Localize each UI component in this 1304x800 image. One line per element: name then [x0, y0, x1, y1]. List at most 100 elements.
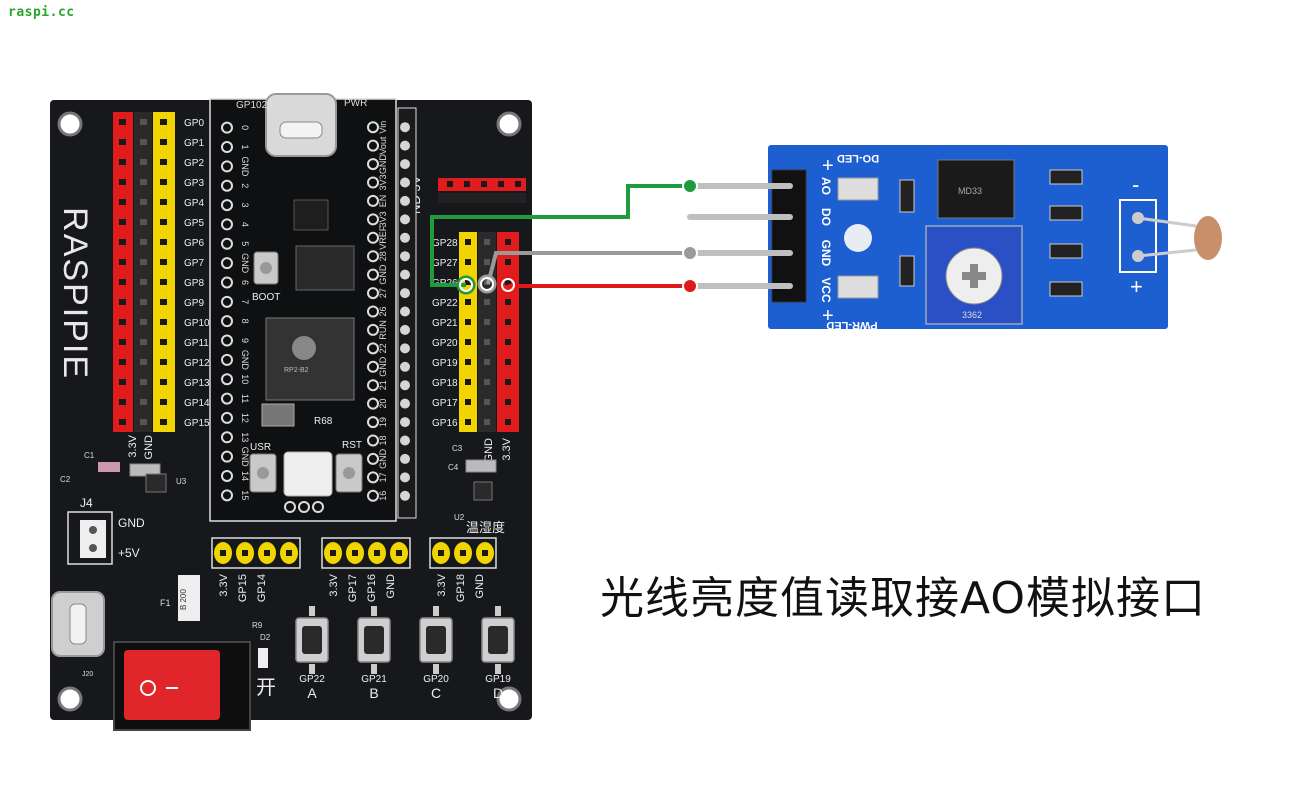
- pico-left-pin-label: 15: [240, 490, 250, 500]
- push-button-gp-label: GP22: [299, 674, 325, 685]
- pico-left-pin-label: 11: [240, 394, 250, 403]
- do-led-label: DO-LED: [837, 152, 879, 164]
- pico-right-pin-label: GND: [378, 154, 388, 175]
- bottom-header-pin-label: GP17: [347, 574, 359, 602]
- bottom-header-pin-label: GND: [385, 574, 397, 599]
- rgb-led: [283, 451, 333, 497]
- do-led: [837, 177, 879, 201]
- pico-label-pwr: PWR: [344, 98, 367, 109]
- pico-right-pin-label: 3V3: [378, 211, 388, 227]
- rp-chip-label: RP2-B2: [284, 367, 309, 374]
- flash-chip: [295, 245, 355, 291]
- push-button-letter: C: [431, 685, 441, 701]
- left-header-label: GP3: [184, 178, 204, 189]
- board-brand: RASPIPIE: [56, 207, 94, 380]
- push-button-gp-label: GP21: [361, 674, 387, 685]
- c3-label: C3: [452, 444, 463, 453]
- left-header-label: GP15: [184, 418, 210, 429]
- pico-right-pins: VinVoutGND3V3EN3V3VREF28GND2726RUN22GND2…: [367, 121, 388, 502]
- boot-label: BOOT: [252, 292, 280, 303]
- right-header-label: GP17: [432, 398, 458, 409]
- left-header-label: GP5: [184, 218, 204, 229]
- left-header-label: GP11: [184, 338, 209, 349]
- push-button-gp-label: GP20: [423, 674, 449, 685]
- raspipie-board: RASPIPIE GP0GP1GP2GP3GP4GP5GP6GP7GP8GP9G…: [50, 93, 532, 731]
- pico-left-pin-label: 4: [240, 222, 250, 227]
- c2-label: C2: [60, 475, 71, 484]
- pico-left-pin-label: GND: [240, 350, 250, 371]
- pico-right-pin-label: 28: [378, 251, 388, 261]
- usr-label: USR: [250, 442, 271, 453]
- raspberry-logo-icon: [292, 336, 316, 360]
- pico-right-pin-label: EN: [378, 195, 388, 208]
- pico-left-pin-label: 3: [240, 203, 250, 208]
- pico-right-pin-label: 20: [378, 399, 388, 409]
- u2-label: U2: [454, 513, 465, 522]
- plus-sign-right: +: [1130, 274, 1143, 299]
- gnd-wire: [486, 251, 690, 285]
- pot-label: 3362: [962, 310, 982, 320]
- j20-label: J20: [82, 671, 93, 678]
- pico-right-pin-label: GND: [378, 264, 388, 285]
- right-header-label: GP16: [432, 418, 458, 429]
- bottom-header-pin-label: GP16: [366, 574, 378, 602]
- module-pin-label: AO: [819, 177, 833, 195]
- pico-right-pin-label: 21: [378, 380, 388, 390]
- sensor-group-label: 温湿度: [466, 520, 505, 535]
- right-pin-header: GP28GP27GP26GP22GP21GP20GP19GP18GP17GP16…: [432, 232, 519, 462]
- pico-left-pin-label: 7: [240, 299, 250, 304]
- pico-right-pin-label: 27: [378, 288, 388, 298]
- pico-right-pin-label: 26: [378, 306, 388, 316]
- f1-label: F1: [160, 598, 171, 608]
- pico-left-pin-label: 14: [240, 471, 250, 481]
- r68-label: R68: [314, 416, 333, 427]
- comparator-chip: [937, 159, 1015, 219]
- watermark: raspi.cc: [8, 5, 75, 20]
- pico-right-pin-label: 19: [378, 417, 388, 427]
- wires: [430, 184, 690, 288]
- bottom-header-pin-label: 3.3V: [436, 573, 448, 596]
- pico-left-pin-label: 5: [240, 241, 250, 246]
- pico-left-pin-label: 10: [240, 374, 250, 384]
- left-pin-header: GP0GP1GP2GP3GP4GP5GP6GP7GP8GP9GP10GP11GP…: [113, 112, 210, 459]
- pico-left-pin-label: 1: [240, 145, 250, 150]
- left-header-label: GP9: [184, 298, 204, 309]
- rp2040-chip: [265, 317, 355, 401]
- module-pin-label: DO: [819, 208, 833, 226]
- module-pins: [687, 183, 793, 289]
- r9-label: R9: [252, 621, 263, 630]
- minus-sign: -: [1132, 172, 1139, 197]
- plus5v-label: +5V: [118, 546, 140, 560]
- bottom-header-pin-label: GND: [474, 574, 486, 599]
- wire-endpoints: [456, 178, 698, 295]
- pico-right-pin-label: RUN: [378, 320, 388, 340]
- pico-right-pin-label: VREF: [378, 225, 388, 250]
- pico-right-pin-label: GND: [378, 448, 388, 469]
- push-button-gp-label: GP19: [485, 674, 511, 685]
- ao-wire: [430, 184, 690, 287]
- pico-left-pin-label: 8: [240, 319, 250, 324]
- pico-left-pin-label: GND: [240, 156, 250, 177]
- power-switch: 开: [113, 641, 276, 731]
- pico-right-pin-label: 16: [378, 491, 388, 501]
- right-header-label: GP19: [432, 358, 458, 369]
- left-header-label: GP8: [184, 278, 204, 289]
- right-header-label: GP28: [432, 238, 458, 249]
- pico-right-pin-label: Vin: [378, 121, 388, 134]
- left-header-label: GP14: [184, 398, 210, 409]
- right-header-footer-label: GND: [483, 438, 495, 463]
- pico-right-pin-label: 17: [378, 472, 388, 482]
- pico-right-pin-label: Vout: [378, 136, 388, 155]
- right-header-label: GP18: [432, 378, 458, 389]
- gnd-label: GND: [118, 516, 145, 530]
- pico-right-pin-label: 18: [378, 435, 388, 445]
- left-header-footer-label: 3.3V: [127, 434, 139, 457]
- pwr-led-label: PWR-LED: [826, 319, 877, 331]
- c1-label: C1: [84, 451, 95, 460]
- j4-label: J4: [80, 496, 93, 510]
- c4-label: C4: [448, 463, 459, 472]
- pico-left-pin-label: 9: [240, 338, 250, 343]
- pico-module: GP1025 PWR 01GND2345GND6789GND10111213GN…: [209, 93, 417, 522]
- bottom-header-pin-label: GP14: [256, 574, 268, 602]
